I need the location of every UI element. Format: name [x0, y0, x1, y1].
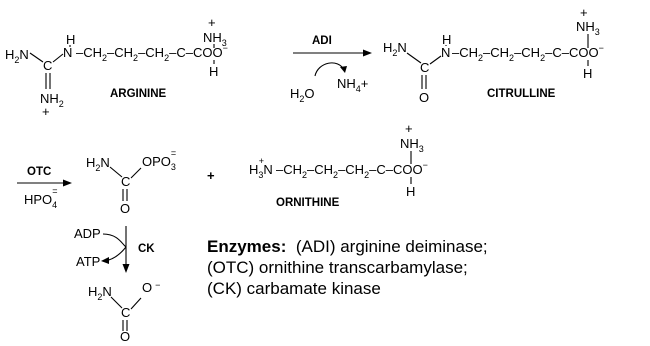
legend-line-ck: (CK) carbamate kinase	[207, 279, 381, 298]
svg-text:NH3: NH3	[203, 30, 227, 48]
svg-text:Enzymes: (ADI) arginine: Enzymes: (ADI) arginine deiminase;	[207, 237, 488, 256]
atp-label: ATP	[76, 254, 100, 269]
svg-text:O: O	[419, 90, 429, 105]
svg-text:H2N: H2N	[5, 47, 29, 65]
svg-text:O: O	[120, 201, 130, 216]
svg-text:–CH2–CH2–CH2–C–COO−: –CH2–CH2–CH2–C–COO−	[276, 160, 428, 180]
svg-text:H2N: H2N	[383, 40, 407, 58]
citrulline-label: CITRULLINE	[487, 88, 556, 100]
ck-enzyme-label: CK	[138, 243, 155, 255]
adp-label: ADP	[74, 226, 101, 241]
ammonium-label: NH4+	[337, 76, 368, 94]
svg-text:C: C	[121, 174, 130, 189]
svg-text:–CH2–CH2–CH2–C–COO−: –CH2–CH2–CH2–C–COO−	[452, 43, 604, 63]
svg-text:NH3: NH3	[400, 136, 424, 154]
svg-text:H: H	[66, 32, 75, 47]
ornithine-label: ORNITHINE	[276, 197, 340, 209]
adi-reaction-arrow: ADI H2O NH4+	[290, 35, 372, 104]
carbamoyl-phosphate-structure: H2N C OPO3= O	[86, 148, 176, 216]
svg-text:H: H	[583, 66, 592, 81]
enzyme-legend: Enzymes: (ADI) arginine deiminase; (OTC)…	[207, 237, 488, 298]
svg-text:H2N: H2N	[88, 284, 112, 302]
svg-text:+: +	[208, 15, 216, 30]
svg-text:C: C	[43, 58, 52, 73]
svg-text:C: C	[121, 305, 130, 320]
svg-text:H: H	[406, 184, 415, 199]
otc-reaction-arrow: OTC HPO4=	[17, 166, 72, 210]
arginine-label: ARGININE	[110, 88, 167, 100]
svg-text:H: H	[442, 32, 451, 47]
svg-text:O−: O−	[142, 280, 160, 295]
svg-text:OPO3=: OPO3=	[142, 148, 176, 172]
ck-reaction-arrow: ADP ATP CK	[74, 226, 155, 273]
svg-text:H: H	[209, 64, 218, 79]
svg-text:C: C	[420, 60, 429, 75]
legend-line-otc: (OTC) ornithine transcarbamylase;	[207, 258, 468, 277]
svg-text:O: O	[120, 329, 130, 341]
arginine-structure: H2N C N H NH2 + –CH2–CH2–CH2–C–COO− + NH…	[5, 15, 228, 119]
plus-sign: +	[207, 168, 215, 183]
svg-text:H2N: H2N	[86, 155, 110, 173]
svg-text:+: +	[580, 5, 588, 20]
phosphate-label: HPO4=	[24, 186, 57, 210]
carbamate-structure: H2N C O− O	[88, 280, 160, 344]
citrulline-structure: H2N C N H O –CH2–CH2–CH2–C–COO− + NH3 H …	[383, 5, 604, 105]
svg-text:NH3: NH3	[576, 19, 600, 37]
svg-text:+: +	[405, 121, 413, 136]
svg-text:H3N+: H3N+	[249, 156, 273, 180]
water-label: H2O	[290, 86, 315, 104]
svg-text:NH2: NH2	[40, 91, 64, 109]
svg-text:N: N	[63, 45, 72, 60]
adi-enzyme-label: ADI	[312, 35, 332, 47]
legend-line-adi: (ADI) arginine deiminase;	[296, 237, 488, 256]
legend-heading: Enzymes:	[207, 237, 286, 256]
svg-text:N: N	[441, 45, 450, 60]
ornithine-structure: H3N+ –CH2–CH2–CH2–C–COO− + NH3 H ORNITHI…	[249, 121, 428, 209]
svg-text:–CH2–CH2–CH2–C–COO−: –CH2–CH2–CH2–C–COO−	[76, 43, 228, 63]
svg-text:+: +	[42, 104, 50, 119]
otc-enzyme-label: OTC	[27, 166, 51, 178]
